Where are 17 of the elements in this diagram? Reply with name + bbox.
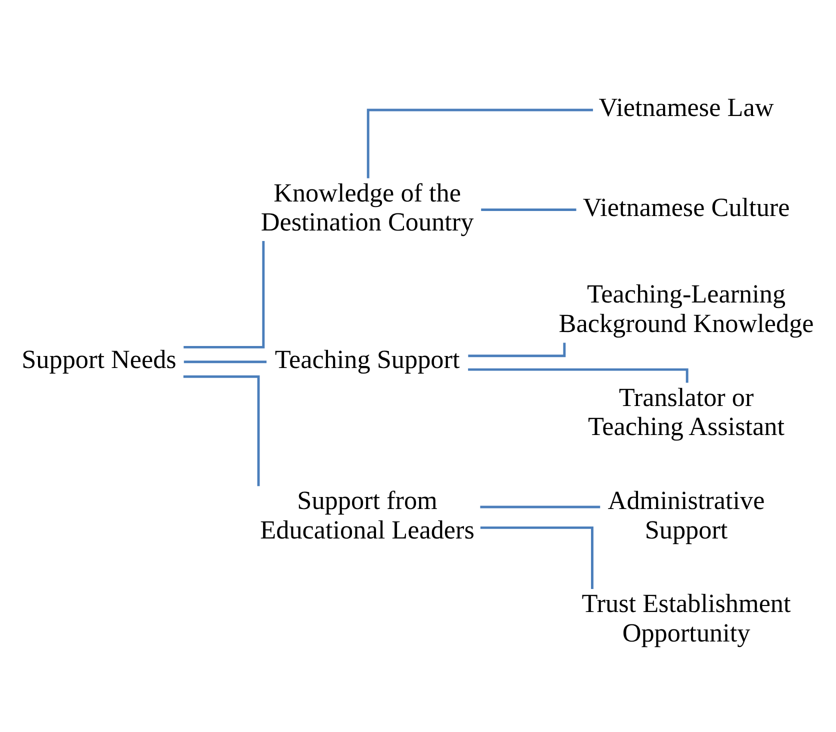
node-text: Support from Educational Leaders <box>260 486 474 544</box>
node-text: Translator or Teaching Assistant <box>588 382 785 442</box>
connector <box>184 240 265 348</box>
node-text: Vietnamese Culture <box>582 192 790 222</box>
node-text: Administrative Support <box>608 486 765 544</box>
connector <box>184 360 267 364</box>
node-text: Teaching-Learning Background Knowledge <box>558 280 814 338</box>
connector <box>480 506 600 508</box>
connector <box>366 108 593 178</box>
node-text: Teaching Support <box>274 345 460 374</box>
connector <box>183 375 260 486</box>
connector <box>480 526 594 589</box>
connector <box>481 208 576 211</box>
node-text: Vietnamese Law <box>598 93 774 122</box>
node-text: Knowledge of the Destination Country <box>260 178 474 237</box>
node-text: Trust Establishment Opportunity <box>582 588 791 648</box>
node-text: Support Needs <box>22 345 176 374</box>
